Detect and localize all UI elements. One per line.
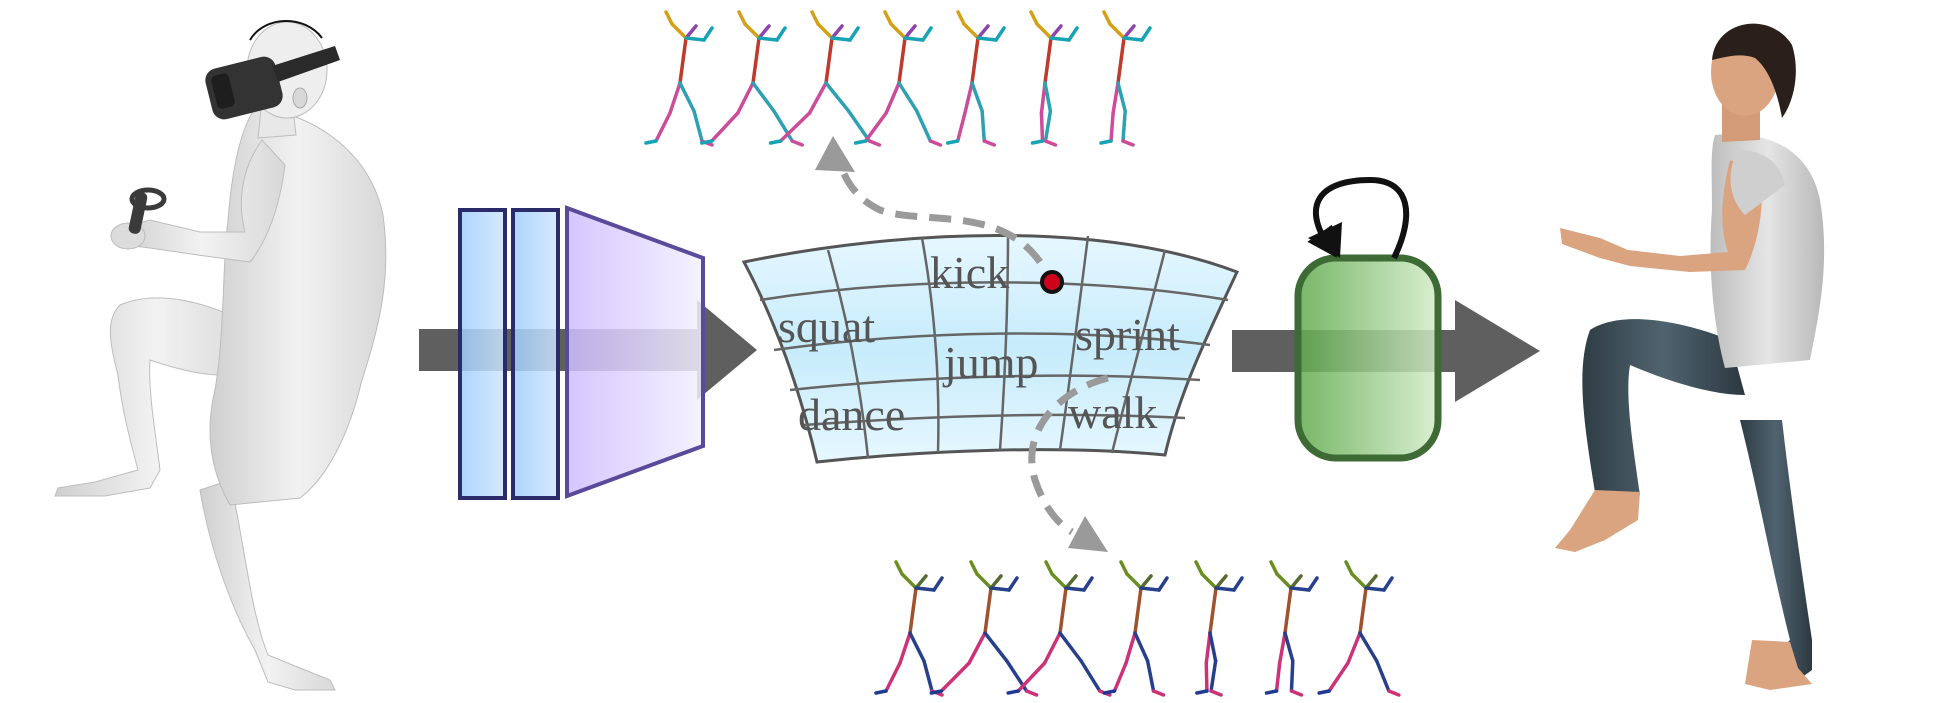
skeleton-figure-bottom-6 <box>1317 560 1401 697</box>
dashed-arrowhead-down <box>1068 516 1108 552</box>
motion-latent-space-icon: kick squat jump sprint dance walk <box>741 231 1240 464</box>
skeleton-figure-top-5 <box>1029 10 1079 147</box>
skeleton-figure-top-2 <box>768 10 882 147</box>
dashed-arrow-to-kick <box>834 156 1043 265</box>
recurrent-loop-arrow <box>1307 176 1410 260</box>
skeleton-figure-top-0 <box>644 10 714 147</box>
skeleton-figure-bottom-2 <box>1006 560 1112 697</box>
skeleton-figure-top-4 <box>945 10 1006 147</box>
walk-skeleton-sequence-icon <box>874 560 1401 697</box>
encoder-trapezoid <box>565 205 705 499</box>
recurrent-decoder-icon <box>1294 176 1442 462</box>
loop-arrowhead <box>1308 222 1342 258</box>
skeleton-figure-top-1 <box>700 10 804 147</box>
human-avatar-icon <box>1555 23 1825 690</box>
vr-user-mesh-icon <box>54 20 387 691</box>
latent-label-sprint: sprint <box>1075 309 1180 360</box>
dashed-arrowhead-up <box>815 136 855 172</box>
dashed-arrow-to-walk <box>1028 374 1109 536</box>
encoder-block-icon <box>458 205 705 500</box>
latent-label-kick: kick <box>930 247 1009 298</box>
skeleton-figure-top-3 <box>853 10 943 147</box>
skeleton-figure-bottom-1 <box>929 560 1039 697</box>
skeleton-figure-bottom-5 <box>1264 560 1319 697</box>
latent-label-dance: dance <box>798 389 905 440</box>
skeleton-figure-bottom-4 <box>1194 560 1244 697</box>
decoder-block <box>1294 254 1442 462</box>
encoder-layer-1 <box>458 208 507 500</box>
latent-label-squat: squat <box>778 301 875 352</box>
latent-label-walk: walk <box>1068 387 1157 438</box>
skeleton-figure-top-6 <box>1099 10 1152 147</box>
skeleton-figure-bottom-0 <box>874 560 944 697</box>
skeleton-figure-bottom-3 <box>1102 560 1169 697</box>
encoder-layer-2 <box>511 208 560 500</box>
kick-skeleton-sequence-icon <box>644 10 1152 147</box>
latent-label-jump: jump <box>942 337 1039 388</box>
latent-sample-point <box>1040 270 1064 294</box>
